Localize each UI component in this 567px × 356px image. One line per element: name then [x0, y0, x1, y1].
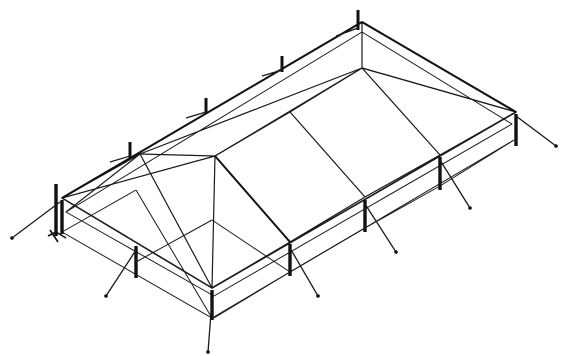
ground-frame	[61, 139, 515, 319]
back-posts	[128, 10, 360, 158]
guy-stakes	[10, 144, 558, 354]
corner-base-detail	[47, 229, 67, 243]
roof-ridge-lines	[61, 22, 517, 289]
guy-lines	[11, 115, 557, 353]
roof-hip-lines	[61, 21, 517, 243]
back-stakes	[109, 27, 359, 163]
tent-posts	[54, 114, 518, 320]
